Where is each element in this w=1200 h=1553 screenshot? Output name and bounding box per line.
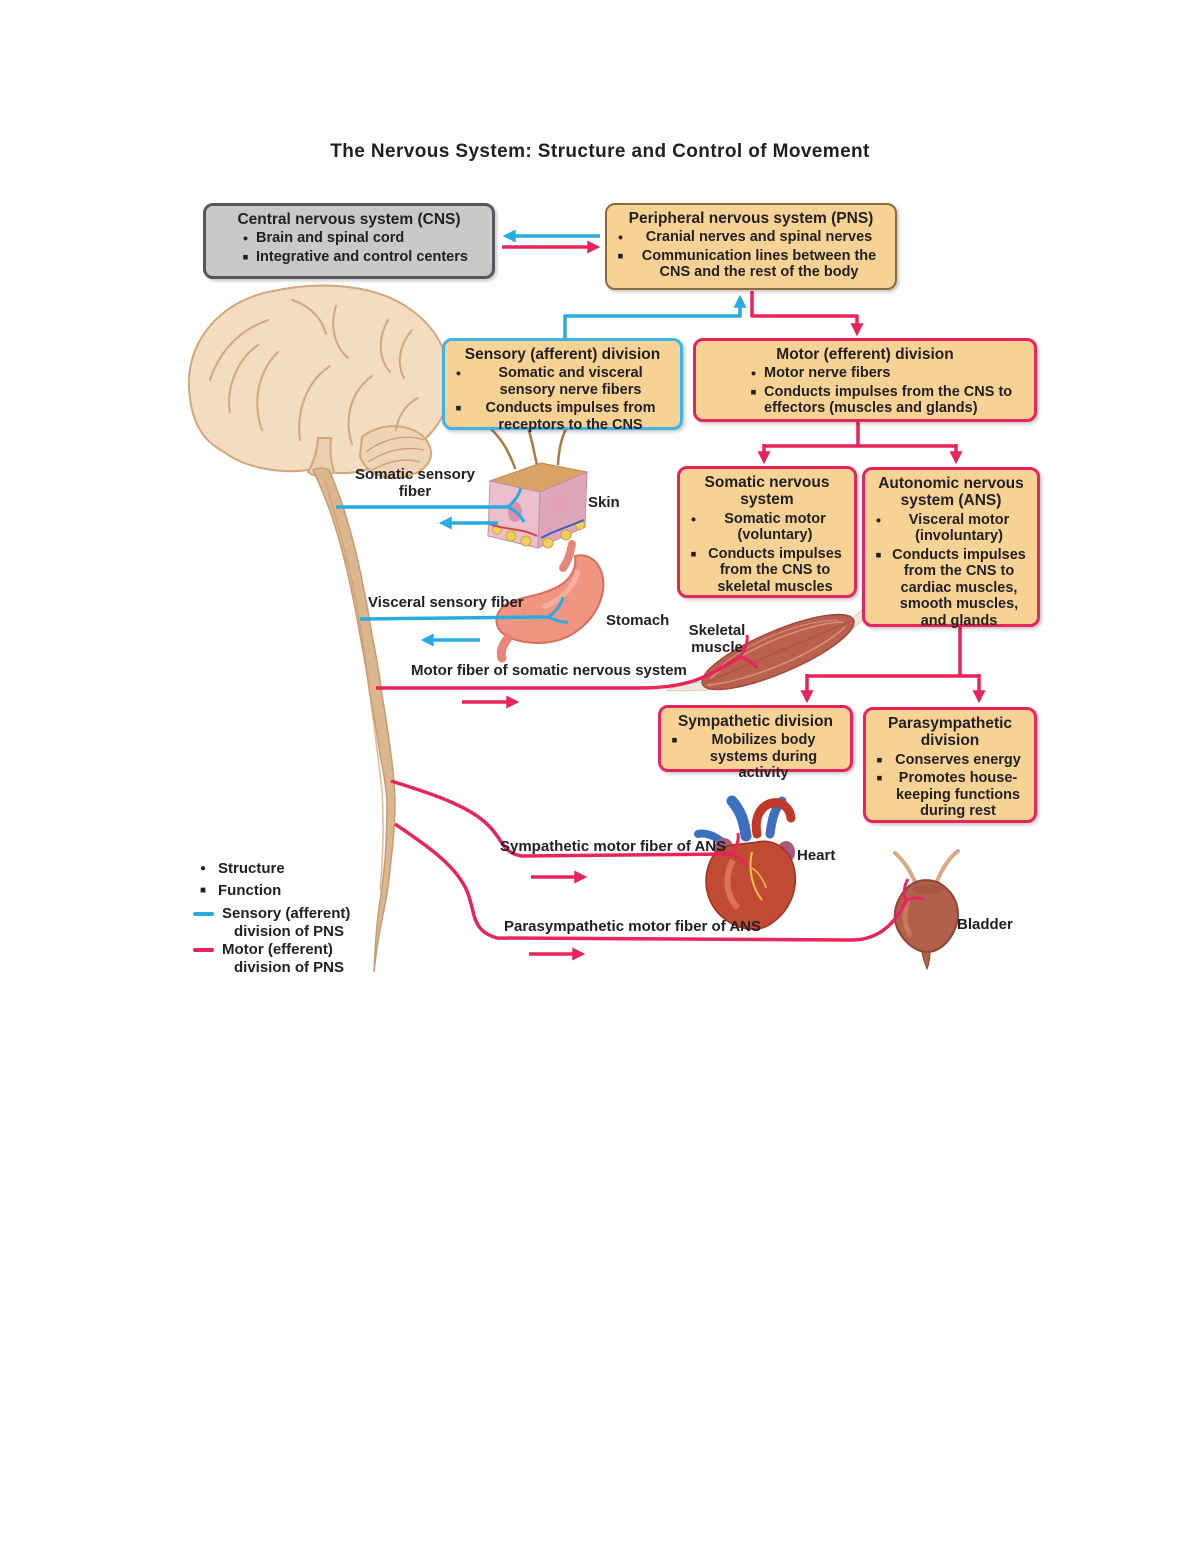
skin-fiber-fork xyxy=(507,487,526,523)
legend-function: ■ Function xyxy=(196,882,281,900)
ans-bullet-function: ■ Conducts impulses from the CNS to card… xyxy=(873,547,1029,630)
stomach-fiber-fork xyxy=(547,596,569,624)
sympathetic-fiber-line xyxy=(390,779,732,858)
skeletal-muscle-illustration xyxy=(666,598,884,692)
sensory-bullet-structure: ● Somatic and visceral sensory nerve fib… xyxy=(453,365,672,398)
heart-fiber-fork xyxy=(729,832,750,867)
sympathetic-box-title: Sympathetic division xyxy=(677,713,834,730)
square-marker: ■ xyxy=(617,250,624,262)
dot-marker: ● xyxy=(242,233,249,245)
somatic-box-title: Somatic nervous system xyxy=(704,474,830,509)
blue-line-swatch xyxy=(193,912,214,916)
square-marker: ■ xyxy=(455,403,462,415)
square-marker: ■ xyxy=(690,548,697,560)
square-marker: ■ xyxy=(750,386,757,398)
page-title: The Nervous System: Structure and Contro… xyxy=(330,141,870,162)
autonomic-nervous-system-box: Autonomic nervous system (ANS) ● Viscera… xyxy=(862,467,1040,630)
somatic-bullet-function: ■ Conducts impulses from the CNS to skel… xyxy=(688,546,846,596)
somatic-motor-fiber-line xyxy=(376,655,741,690)
sensory-connectors xyxy=(336,229,747,647)
skeletal-muscle-label: Skeletal muscle xyxy=(688,622,746,657)
ans-bullet-structure: ● Visceral motor (involuntary) xyxy=(873,512,1029,545)
dot-marker: ● xyxy=(617,232,624,244)
dot-marker: ● xyxy=(690,513,697,525)
muscle-fiber-fork xyxy=(738,634,759,669)
red-line-swatch xyxy=(193,948,214,952)
square-marker: ■ xyxy=(875,549,882,561)
somatic-sensory-fiber-label: Somatic sensory fiber xyxy=(354,466,476,501)
sensory-to-pns-connector xyxy=(563,294,747,338)
stomach-label: Stomach xyxy=(606,612,670,629)
heart-illustration xyxy=(694,795,797,930)
parasympathetic-division-box: Parasympathetic division ■ Conserves ene… xyxy=(863,707,1037,823)
legend-structure: ● Structure xyxy=(196,860,285,878)
somatic-nervous-system-box: Somatic nervous system ● Somatic motor (… xyxy=(677,466,857,598)
skin-illustration xyxy=(487,422,589,549)
cns-bullet-structure: ● Brain and spinal cord xyxy=(214,230,484,247)
square-marker: ■ xyxy=(671,735,678,747)
bladder-fiber-fork xyxy=(902,878,925,903)
motor-connectors xyxy=(376,240,986,961)
pns-bullet-function: ■ Communication lines between the CNS an… xyxy=(615,248,887,281)
motor-fiber-somatic-label: Motor fiber of somatic nervous system xyxy=(411,662,687,679)
sympathetic-bullet-function: ■ Mobilizes body systems during activity xyxy=(669,732,842,782)
sympathetic-division-box: Sympathetic division ■ Mobilizes body sy… xyxy=(658,705,853,781)
visceral-sensory-fiber-line xyxy=(359,615,549,621)
ans-box-title: Autonomic nervous system (ANS) xyxy=(878,475,1024,510)
heart-label: Heart xyxy=(797,847,836,864)
parasympathetic-bullet-2: ■ Promotes house-keeping functions durin… xyxy=(874,770,1026,820)
brain-illustration xyxy=(187,284,451,480)
cns-bullet-function: ■ Integrative and control centers xyxy=(214,249,484,266)
cns-box-title: Central nervous system (CNS) xyxy=(237,211,461,228)
legend-motor-division: Motor (efferent) division of PNS xyxy=(193,941,344,977)
square-marker: ■ xyxy=(876,773,883,785)
sympathetic-fiber-label: Sympathetic motor fiber of ANS xyxy=(500,838,727,855)
motor-box-title: Motor (efferent) division xyxy=(776,346,954,363)
dot-marker: ● xyxy=(455,368,462,380)
spinal-cord-illustration xyxy=(312,467,396,973)
cns-box: Central nervous system (CNS) ● Brain and… xyxy=(203,203,495,279)
square-marker: ■ xyxy=(242,251,249,263)
brain-gyri xyxy=(209,299,419,445)
dot-marker: ● xyxy=(750,368,757,380)
stomach-illustration xyxy=(495,540,605,663)
square-marker: ■ xyxy=(876,754,883,766)
square-marker: ■ xyxy=(199,885,207,896)
pns-box-title: Peripheral nervous system (PNS) xyxy=(628,210,874,227)
legend-sensory-division: Sensory (afferent) division of PNS xyxy=(193,905,350,941)
motor-split-line xyxy=(764,420,956,448)
pns-bullet-structure: ● Cranial nerves and spinal nerves xyxy=(615,229,887,246)
parasympathetic-bullet-1: ■ Conserves energy xyxy=(874,752,1026,769)
dot-marker: ● xyxy=(875,514,882,526)
sensory-box-title: Sensory (afferent) division xyxy=(464,346,661,363)
sensory-bullet-function: ■ Conducts impulses from receptors to th… xyxy=(453,400,672,433)
parasympathetic-fiber-line xyxy=(394,822,908,942)
motor-bullet-function: ■ Conducts impulses from the CNS to effe… xyxy=(704,384,1026,417)
ans-split-line xyxy=(807,627,979,678)
parasympathetic-fiber-label: Parasympathetic motor fiber of ANS xyxy=(504,918,761,935)
motor-division-box: Motor (efferent) division ● Motor nerve … xyxy=(693,338,1037,422)
bladder-label: Bladder xyxy=(957,916,1013,933)
dot-marker: ● xyxy=(199,863,207,874)
visceral-sensory-fiber-label: Visceral sensory fiber xyxy=(368,594,524,611)
parasympathetic-box-title: Parasympathetic division xyxy=(887,715,1013,750)
pns-box: Peripheral nervous system (PNS) ● Crania… xyxy=(605,203,897,290)
somatic-bullet-structure: ● Somatic motor (voluntary) xyxy=(688,511,846,544)
motor-bullet-structure: ● Motor nerve fibers xyxy=(704,365,1026,382)
pns-to-motor-connector xyxy=(750,291,864,337)
bladder-illustration xyxy=(893,849,960,971)
sensory-division-box: Sensory (afferent) division ● Somatic an… xyxy=(442,338,683,433)
skin-label: Skin xyxy=(588,494,620,511)
